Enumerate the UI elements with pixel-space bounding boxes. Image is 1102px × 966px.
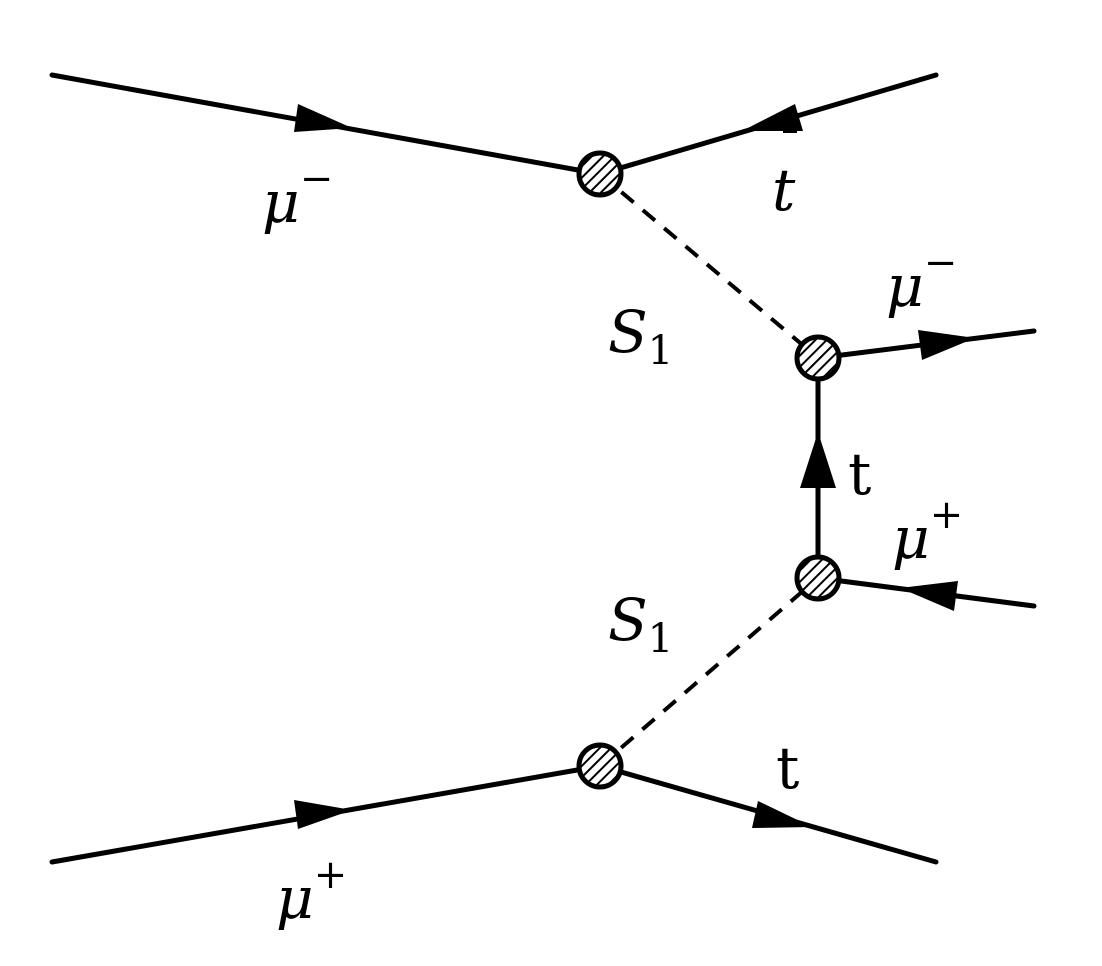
label-mu-plus-in: μ+: [276, 852, 347, 932]
scalar-propagator-lower: [598, 576, 820, 768]
vertex-top: [576, 150, 624, 198]
propagator-mu-minus-out: [815, 328, 1037, 361]
propagator-mu-plus-in: [49, 763, 603, 865]
label-s1-upper: S1: [608, 298, 673, 374]
label-mu-minus-out: μ−: [886, 240, 957, 320]
arrow-mu-minus-in: [294, 104, 352, 132]
propagator-t-internal: [800, 355, 836, 581]
arrow-tbar-out: [742, 104, 803, 131]
propagator-mu-minus-in: [49, 72, 603, 177]
label-t-internal: t: [848, 440, 871, 508]
scalar-propagator-upper: [598, 172, 820, 360]
vertex-bottom: [576, 742, 624, 790]
arrow-mu-minus-out: [918, 330, 975, 360]
arrow-t-out: [752, 801, 812, 828]
propagator-mu-plus-incoming-right: [815, 575, 1037, 611]
label-tbar-bar: ¯: [778, 121, 802, 177]
label-mu-plus-out: μ+: [892, 492, 963, 572]
arrow-mu-plus-in: [294, 800, 352, 829]
label-mu-minus-in: μ−: [262, 156, 333, 236]
propagator-t-out: [597, 763, 939, 865]
propagator-tbar-out: [597, 72, 939, 177]
arrow-t-internal: [800, 432, 836, 488]
label-s1-lower: S1: [608, 586, 673, 662]
arrow-mu-plus-incoming-right: [900, 581, 958, 611]
label-tbar-out: t: [772, 156, 796, 224]
vertex-right-upper: [794, 334, 842, 382]
vertex-right-lower: [794, 554, 842, 602]
label-t-out: t: [776, 734, 799, 802]
